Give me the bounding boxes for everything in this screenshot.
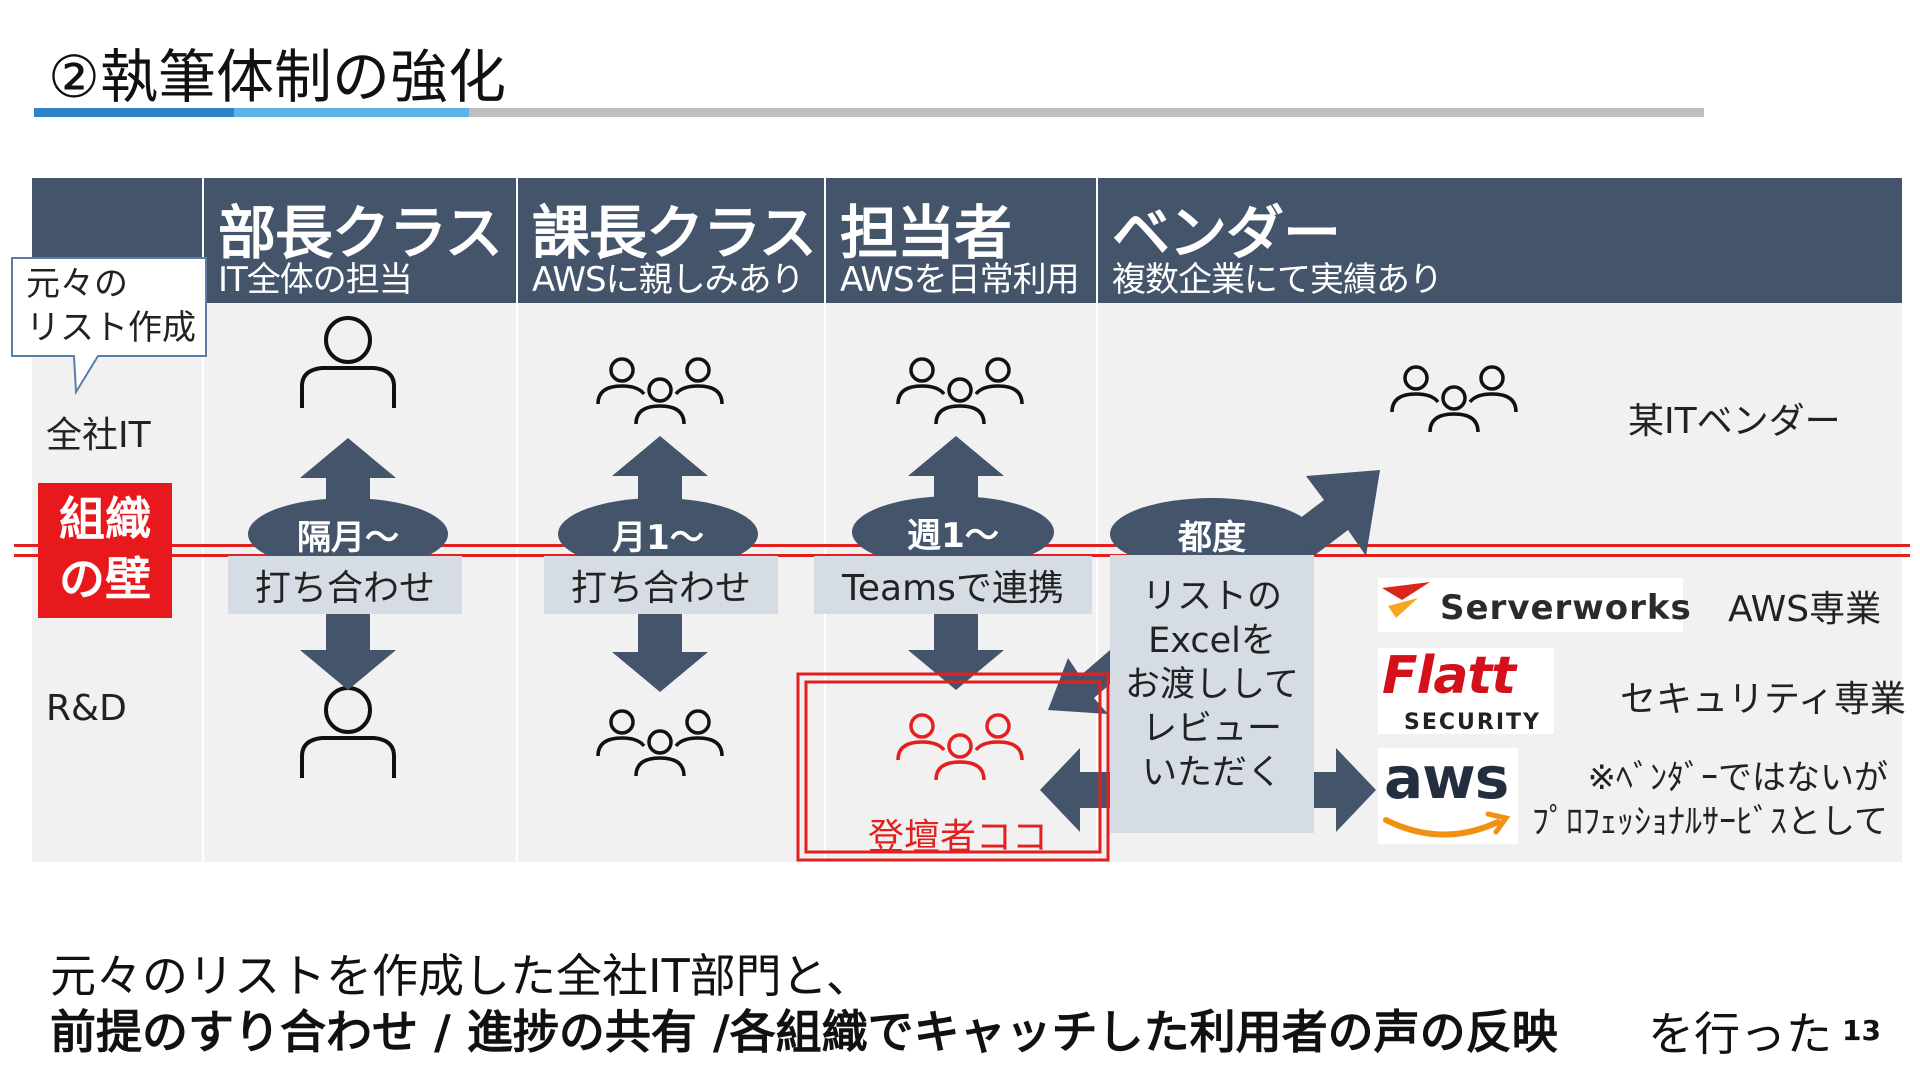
serverworks-logo-text: Serverworks <box>1440 588 1692 628</box>
column-divider <box>824 178 826 862</box>
aws-note-line: ※ﾍﾞﾝﾀﾞｰではないが <box>1587 758 1889 798</box>
aws-smile-icon <box>1383 811 1511 838</box>
method-plate: Teamsで連携 <box>814 556 1092 614</box>
flatt-logo-subtext: SECURITY <box>1404 710 1541 735</box>
excel-review-box: リストの Excelを お渡しして レビュー いただく <box>1110 555 1314 833</box>
flatt-security-logo <box>1378 648 1554 734</box>
aws-logo <box>1378 748 1518 844</box>
row-label-zensha-it: 全社IT <box>46 415 151 456</box>
column-header-tantousha: 担当者 AWSを日常利用 <box>826 178 1096 303</box>
method-plate: 打ち合わせ <box>228 556 462 614</box>
page-title: ②執筆体制の強化 <box>48 43 506 111</box>
callout-text: 元々の リスト作成 <box>26 262 196 350</box>
summary-line-1: 元々のリストを作成した全社IT部門と、 <box>50 949 872 1003</box>
column-divider <box>1096 178 1098 862</box>
summary-line-2: 前提のすり合わせ / 進捗の共有 /各組織でキャッチした利用者の声の反映 <box>50 1005 1558 1059</box>
column-header-bucho: 部長クラス IT全体の担当 <box>204 178 516 303</box>
flatt-note: セキュリティ専業 <box>1620 679 1906 720</box>
column-header-kacho: 課長クラス AWSに親しみあり <box>518 178 824 303</box>
serverworks-mark-icon <box>1382 582 1430 618</box>
wall-line-text: の壁 <box>59 552 151 606</box>
title-underline <box>34 108 1704 117</box>
column-header-vendor: ベンダー 複数企業にて実績あり <box>1098 178 1902 303</box>
column-title: 担当者 <box>840 199 1012 267</box>
column-subtitle: AWSを日常利用 <box>840 260 1080 300</box>
column-subtitle: IT全体の担当 <box>218 260 413 300</box>
registrant-frame-inner <box>804 680 1102 854</box>
person-icon <box>300 686 396 780</box>
group-icon <box>596 709 724 778</box>
person-icon <box>300 316 396 410</box>
column-divider <box>202 178 204 862</box>
callout-line: リスト作成 <box>26 308 196 348</box>
row-label-rnd: R&D <box>46 688 127 729</box>
method-plate: 打ち合わせ <box>544 556 778 614</box>
aws-note: ※ﾍﾞﾝﾀﾞｰではないが ﾌﾟﾛﾌｪｯｼｮﾅﾙｻｰﾋﾞｽとして <box>1520 756 1888 844</box>
group-icon <box>596 357 724 426</box>
wall-line-text: 組織 <box>59 492 151 546</box>
organization-wall-badge: 組織 の壁 <box>38 483 172 618</box>
excel-line: レビュー <box>1141 709 1282 749</box>
column-title: 課長クラス <box>532 199 817 267</box>
serverworks-note: AWS専業 <box>1728 589 1882 630</box>
callout-line: 元々の <box>26 264 128 304</box>
callout-bubble <box>11 257 207 396</box>
column-subtitle: 複数企業にて実績あり <box>1112 260 1443 300</box>
column-divider <box>516 178 518 862</box>
it-vendor-label: 某ITベンダー <box>1628 401 1841 442</box>
group-icon-registrant <box>896 713 1024 782</box>
serverworks-logo <box>1378 578 1683 632</box>
registrant-frame-outer <box>796 672 1110 862</box>
excel-line: いただく <box>1141 753 1282 793</box>
flatt-logo-text: Flatt <box>1382 646 1516 706</box>
group-icon <box>896 357 1024 426</box>
page-number: 13 <box>1842 1014 1881 1047</box>
registrant-label: 登壇者ココ <box>868 817 1049 858</box>
aws-note-line: ﾌﾟﾛﾌｪｯｼｮﾅﾙｻｰﾋﾞｽとして <box>1532 802 1888 842</box>
column-title: ベンダー <box>1112 199 1341 267</box>
excel-line: Excelを <box>1148 621 1276 661</box>
summary-line-2-tail: を行った <box>1648 1007 1832 1061</box>
aws-logo-text: aws <box>1384 744 1509 812</box>
excel-line: お渡しして <box>1125 665 1299 705</box>
column-subtitle: AWSに親しみあり <box>532 260 805 300</box>
excel-line: リストの <box>1141 577 1282 617</box>
column-title: 部長クラス <box>218 199 503 267</box>
group-icon <box>1390 365 1518 434</box>
